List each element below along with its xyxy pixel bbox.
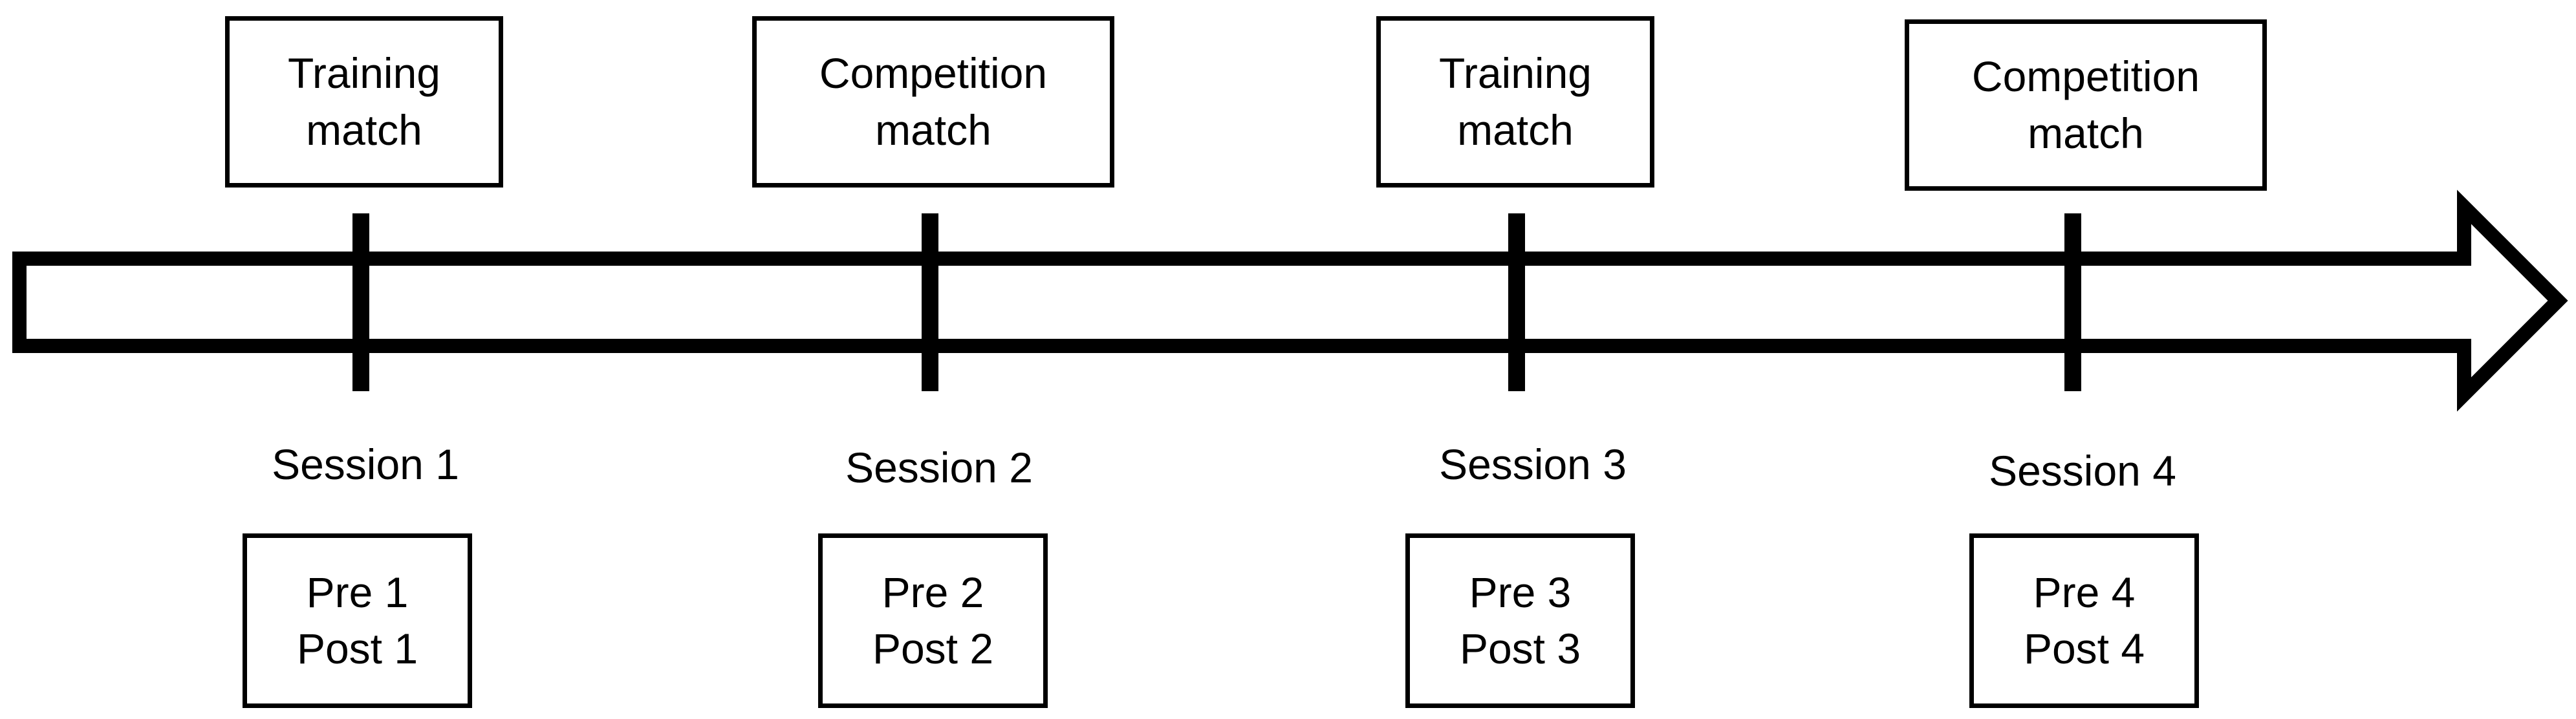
top-box-line: match xyxy=(875,105,991,154)
bottom-box-line: Post 4 xyxy=(2023,625,2145,672)
bottom-box-line: Pre 4 xyxy=(2033,568,2136,616)
bottom-box-session-3: Pre 3 Post 3 xyxy=(1405,533,1635,708)
bottom-box-session-4: Pre 4 Post 4 xyxy=(1969,533,2199,708)
session-label-3: Session 3 xyxy=(1439,440,1627,488)
top-box-line: Competition xyxy=(1971,52,2200,101)
top-box-line: Competition xyxy=(819,49,1048,98)
timeline-arrow xyxy=(12,189,2568,412)
top-box-line: match xyxy=(2028,109,2144,157)
bottom-box-line: Post 2 xyxy=(872,625,994,672)
top-box-line: Training xyxy=(288,49,440,98)
top-box-line: match xyxy=(1457,105,1574,154)
top-box-session-2: Competition match xyxy=(752,16,1114,188)
bottom-box-line: Pre 2 xyxy=(882,568,984,616)
top-box-session-4: Competition match xyxy=(1905,19,2267,191)
top-box-session-1: Training match xyxy=(225,16,503,188)
session-label-4: Session 4 xyxy=(1989,447,2176,495)
bottom-box-line: Post 1 xyxy=(296,625,418,672)
bottom-box-line: Pre 1 xyxy=(306,568,409,616)
top-box-line: match xyxy=(306,105,422,154)
session-label-1: Session 1 xyxy=(272,440,459,488)
bottom-box-line: Post 3 xyxy=(1459,625,1581,672)
bottom-box-session-1: Pre 1 Post 1 xyxy=(243,533,472,708)
top-box-line: Training xyxy=(1439,49,1592,98)
bottom-box-line: Pre 3 xyxy=(1469,568,1572,616)
session-label-2: Session 2 xyxy=(845,444,1033,491)
bottom-box-session-2: Pre 2 Post 2 xyxy=(818,533,1048,708)
top-box-session-3: Training match xyxy=(1376,16,1654,188)
